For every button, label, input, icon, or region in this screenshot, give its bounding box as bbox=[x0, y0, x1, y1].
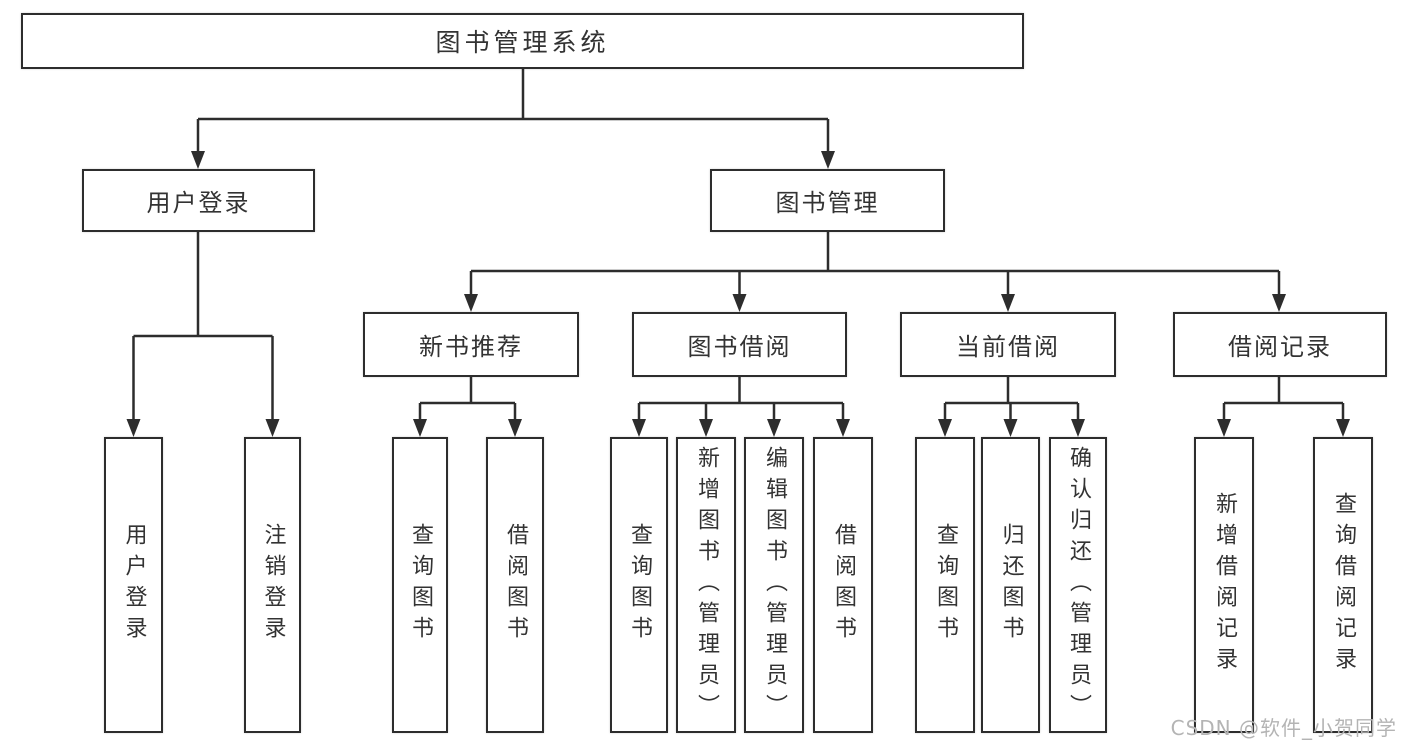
leaf-edit-books-admin: 编辑图书（管理员） bbox=[744, 437, 804, 733]
node-borrow-records: 借阅记录 bbox=[1173, 312, 1387, 377]
leaf-user-login: 用户登录 bbox=[104, 437, 163, 733]
connector-root-to-level2 bbox=[191, 69, 835, 169]
leaf-borrow-books: 借阅图书 bbox=[813, 437, 873, 733]
leaf-confirm-return-admin: 确认归还（管理员） bbox=[1049, 437, 1107, 733]
leaf-add-borrow-record: 新增借阅记录 bbox=[1194, 437, 1254, 733]
connector-book-borrow-to-leaves bbox=[632, 377, 850, 437]
leaf-query-borrow-record: 查询借阅记录 bbox=[1313, 437, 1373, 733]
leaf-query-books-recommend: 查询图书 bbox=[392, 437, 448, 733]
leaf-logout: 注销登录 bbox=[244, 437, 301, 733]
connector-new-book-recommend-to-leaves bbox=[413, 377, 522, 437]
node-root-library-system: 图书管理系统 bbox=[21, 13, 1024, 69]
connector-book-management-to-level3 bbox=[464, 232, 1286, 312]
node-new-book-recommend: 新书推荐 bbox=[363, 312, 579, 377]
leaf-return-books: 归还图书 bbox=[981, 437, 1040, 733]
leaf-query-books-current: 查询图书 bbox=[915, 437, 975, 733]
connector-user-login-to-leaves bbox=[126, 232, 280, 437]
node-book-management: 图书管理 bbox=[710, 169, 945, 232]
connector-current-borrow-to-leaves bbox=[938, 377, 1085, 437]
csdn-watermark: CSDN @软件_小贺同学 bbox=[1170, 716, 1397, 740]
leaf-borrow-books-recommend: 借阅图书 bbox=[486, 437, 544, 733]
node-user-login: 用户登录 bbox=[82, 169, 315, 232]
leaf-query-books-borrow: 查询图书 bbox=[610, 437, 668, 733]
leaf-add-books-admin: 新增图书（管理员） bbox=[676, 437, 736, 733]
node-current-borrow: 当前借阅 bbox=[900, 312, 1116, 377]
connector-borrow-records-to-leaves bbox=[1217, 377, 1350, 437]
node-book-borrow: 图书借阅 bbox=[632, 312, 847, 377]
